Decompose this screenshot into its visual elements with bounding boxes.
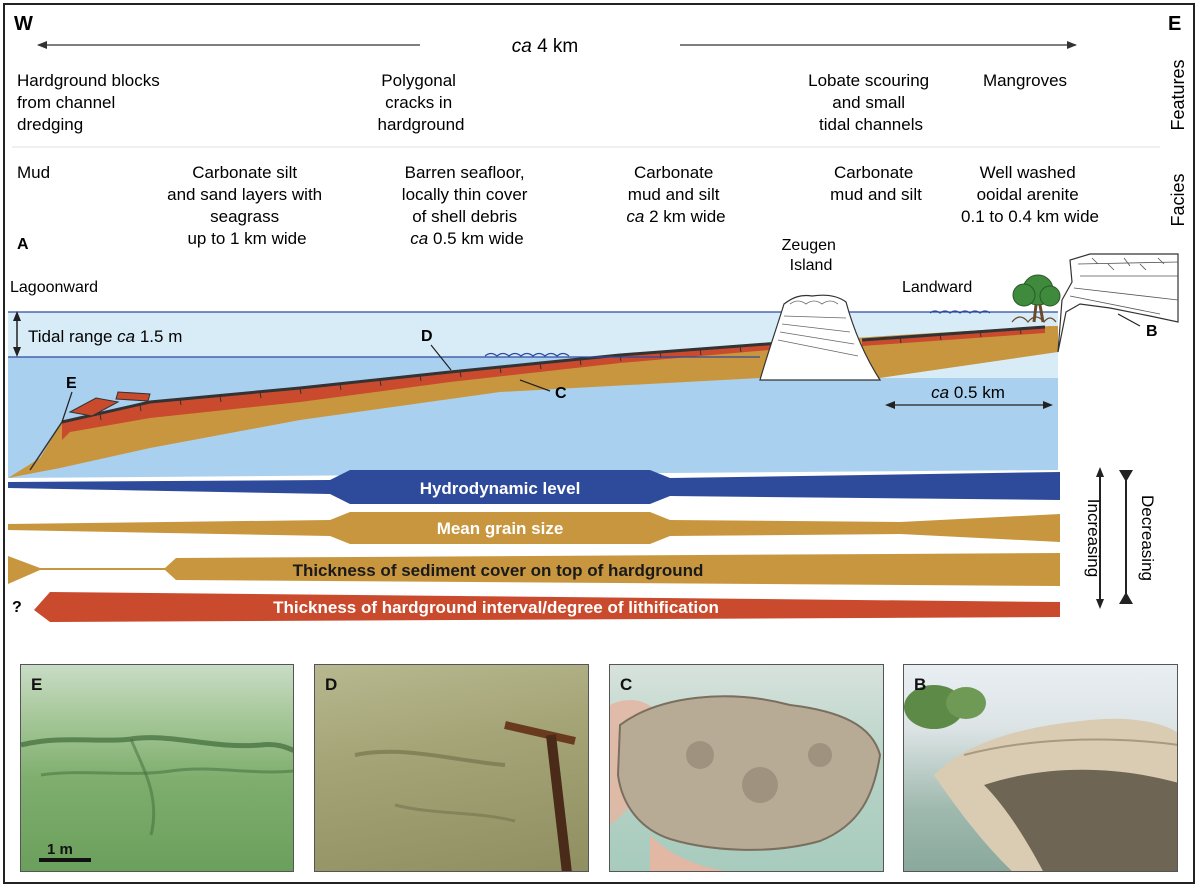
photo-b-texture xyxy=(904,685,1177,871)
hardground-block xyxy=(68,397,120,417)
photo-e-scale: 1 m xyxy=(47,841,73,858)
point-c-leader xyxy=(519,379,551,392)
facies-mud-silt-wide: Carbonate mud and silt ca 2 km wide xyxy=(626,163,725,226)
feature-hardground-blocks: Hardground blocks from channel dredging xyxy=(17,71,164,134)
point-d-label: D xyxy=(421,328,433,345)
trend-label-sediment-thickness: Thickness of sediment cover on top of ha… xyxy=(293,561,704,580)
facies-mud: Mud xyxy=(17,163,50,182)
scale-label: ca 0.5 km xyxy=(931,383,1005,402)
landward-label: Landward xyxy=(902,279,972,296)
photo-c: C xyxy=(609,664,884,872)
facies-side-label: Facies xyxy=(1168,173,1188,226)
photo-e-label: E xyxy=(31,675,43,694)
hardground-block xyxy=(115,391,151,402)
increasing-label: Increasing xyxy=(1084,499,1103,577)
photo-d-texture xyxy=(354,721,576,871)
feature-mangroves: Mangroves xyxy=(983,71,1067,90)
figure-frame xyxy=(3,3,1195,884)
decreasing-label: Decreasing xyxy=(1138,495,1157,581)
cliff-strata xyxy=(1069,257,1179,315)
trend-bar-grain-size xyxy=(8,512,1060,544)
facies-barren-seafloor: Barren seafloor, locally thin cover of s… xyxy=(402,163,532,248)
trend-label-hydrodynamic: Hydrodynamic level xyxy=(420,479,581,498)
island-strata xyxy=(777,300,859,357)
ripple-marks-east xyxy=(929,310,991,314)
point-b-leader xyxy=(1117,313,1141,327)
hardground-surface xyxy=(61,341,781,424)
photo-c-label: C xyxy=(620,675,633,694)
point-e-leader xyxy=(61,391,73,423)
deep-water xyxy=(8,357,1058,478)
photo-b: B xyxy=(903,664,1178,872)
features-side-label: Features xyxy=(1168,59,1188,130)
ripple-marks xyxy=(484,352,570,357)
trend-bar-hardground xyxy=(34,592,1060,622)
east-label: E xyxy=(1168,13,1181,35)
photo-e: E 1 m xyxy=(20,664,294,872)
trend-label-grain-size: Mean grain size xyxy=(437,519,564,538)
tidal-range-label: Tidal range ca 1.5 m xyxy=(28,327,182,346)
trend-label-hardground: Thickness of hardground interval/degree … xyxy=(273,598,719,617)
photo-e-texture xyxy=(21,735,293,862)
mangrove-tree xyxy=(1011,274,1061,323)
trend-bar-sediment-thickness xyxy=(8,553,1060,586)
diagram-svg: W E ca 4 km Features Facies Hardground b… xyxy=(8,13,1188,622)
hardground-surface-east xyxy=(861,325,1046,342)
features-row: Hardground blocks from channel dredging … xyxy=(17,71,1067,134)
photo-d-label: D xyxy=(325,675,338,694)
point-b-label: B xyxy=(1146,323,1158,340)
trend-bar-hydrodynamic xyxy=(8,470,1060,504)
point-e-label: E xyxy=(66,375,77,392)
trend-question-mark: ? xyxy=(12,599,22,616)
point-a-label: A xyxy=(17,236,29,253)
feature-polygonal-cracks: Polygonal cracks in hardground xyxy=(378,71,465,134)
facies-mud-silt: Carbonate mud and silt xyxy=(830,163,922,204)
facies-row: Mud Carbonate silt and sand layers with … xyxy=(17,163,1099,248)
hardground-layer xyxy=(62,343,780,440)
feature-lobate-scouring: Lobate scouring and small tidal channels xyxy=(808,71,934,134)
west-label: W xyxy=(14,13,33,35)
coastal-cliff xyxy=(1057,253,1179,353)
point-d-leader xyxy=(430,344,452,371)
point-c-label: C xyxy=(555,385,567,402)
photo-d: D xyxy=(314,664,589,872)
photo-c-texture xyxy=(610,695,882,871)
lagoonward-label: Lagoonward xyxy=(10,279,98,296)
channel-wall xyxy=(29,421,63,471)
photo-b-label: B xyxy=(914,675,927,694)
island-label: Zeugen Island xyxy=(782,237,841,274)
distance-label: ca 4 km xyxy=(512,36,579,57)
facies-silt-sand: Carbonate silt and sand layers with seag… xyxy=(167,163,327,248)
facies-ooidal-arenite: Well washed ooidal arenite 0.1 to 0.4 km… xyxy=(961,163,1099,226)
